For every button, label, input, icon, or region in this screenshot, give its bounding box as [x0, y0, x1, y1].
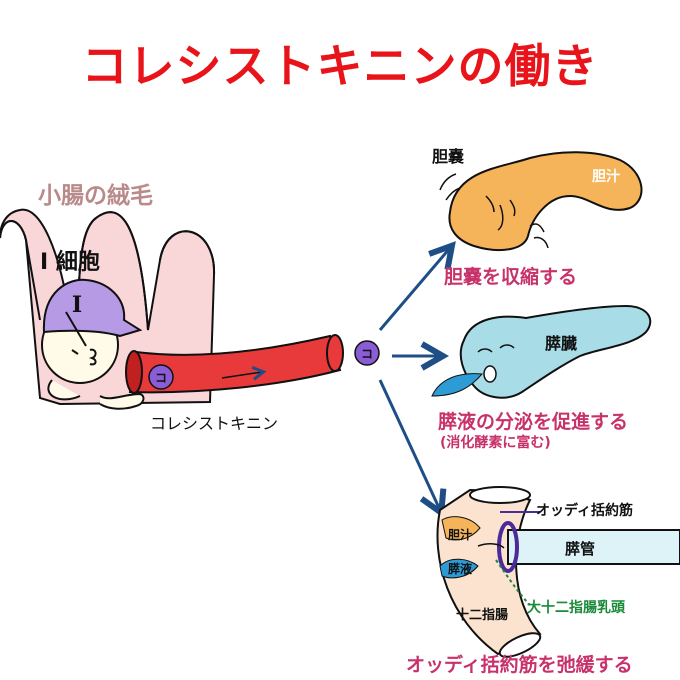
arrow-to-duodenum	[378, 379, 440, 510]
hormone-dot	[148, 364, 174, 390]
villus-lining	[0, 211, 216, 331]
bile-label: 胆汁	[592, 169, 620, 185]
hormone-letter: コ	[154, 371, 167, 385]
hormone-dot	[354, 340, 380, 366]
duodenum	[436, 486, 680, 658]
cap-letter: I	[71, 292, 83, 318]
gallbladder-label: 胆嚢	[432, 147, 465, 166]
pancreas-note: (消化酵素に富む)	[440, 435, 551, 451]
pancreas	[431, 304, 652, 399]
pancreas-label: 膵臓	[545, 334, 578, 353]
sphincter-label: オッディ括約筋	[536, 503, 634, 519]
blood-vessel	[125, 334, 344, 394]
i-cell-character	[41, 278, 145, 410]
hormone-name-label: コレシストキニン	[150, 414, 279, 433]
bile-label: 胆汁	[448, 528, 473, 542]
pancreatic-duct-label: 膵管	[565, 540, 596, 558]
pancreatic-juice-label: 膵液	[448, 562, 473, 576]
villus-label: 小腸の絨毛	[38, 183, 153, 209]
arrow-to-gallbladder	[378, 248, 450, 331]
gallbladder	[439, 151, 643, 252]
sphincter-effect: オッディ括約筋を弛緩する	[406, 654, 633, 676]
page-title: コレシストキニンの働き	[81, 39, 599, 93]
i-cell-label: I 細胞	[40, 250, 100, 275]
duodenum-label: 十二指腸	[456, 608, 509, 623]
papilla-label: 大十二指腸乳頭	[527, 600, 625, 616]
hormone-letter: コ	[360, 347, 373, 361]
gallbladder-effect: 胆嚢を収縮する	[444, 266, 578, 288]
pancreas-effect: 膵液の分泌を促進する	[438, 411, 629, 433]
